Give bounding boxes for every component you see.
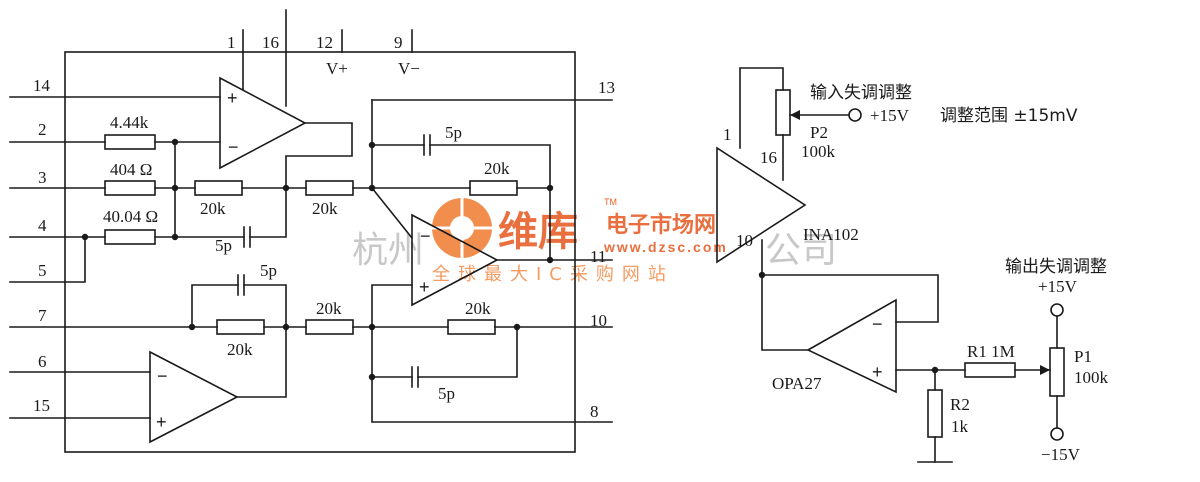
chip-outline — [64, 51, 576, 453]
opamp-a3-plus-sign: + — [419, 277, 430, 297]
resistor-40-04-ohm — [104, 229, 156, 245]
watermark-url: www.dzsc.com — [603, 239, 728, 255]
resistor-20k-c — [469, 180, 518, 196]
pin-7-label: 7 — [38, 306, 47, 325]
watermark: 杭州 公司 维库 TM 电子市场网 www.dzsc.com 全球最大IC采购网… — [352, 197, 837, 285]
pin-12-label: 12 — [316, 33, 333, 52]
opa27-plus-sign: + — [872, 362, 883, 382]
pin-4-label: 4 — [38, 216, 47, 235]
output-offset-title: 输出失调调整 — [1005, 257, 1107, 277]
resistor-20k-c-label: 20k — [484, 159, 510, 178]
pin-10-label: 10 — [590, 311, 607, 330]
opamp-a3-minus-sign: − — [420, 226, 431, 246]
watermark-grey-left: 杭州 — [352, 230, 424, 271]
opamp-a2 — [149, 350, 239, 444]
pin-3-label: 3 — [38, 168, 47, 187]
vplus-label: V+ — [326, 59, 348, 78]
resistor-r2 — [927, 389, 943, 438]
offset-circuit: INA102 1 16 10 输入失调调整 +15V 调整范围 ±15mV P2… — [716, 67, 1109, 464]
resistor-40-04-ohm-label: 40.04 Ω — [103, 207, 158, 226]
opamp-a3 — [411, 213, 499, 307]
input-offset-title: 输入失调调整 — [810, 83, 912, 103]
pin-15-label: 15 — [33, 396, 50, 415]
p2-name-label: P2 — [810, 123, 828, 142]
pin-11-label: 11 — [590, 247, 606, 266]
ina-pin-16-label: 16 — [760, 148, 777, 167]
pin-13-label: 13 — [598, 78, 615, 97]
resistor-20k-e — [305, 319, 354, 335]
resistor-404-ohm-label: 404 Ω — [110, 160, 152, 179]
pin-1-label: 1 — [227, 33, 236, 52]
terminal-plus15-in — [848, 108, 862, 122]
watermark-grey-right: 公司 — [765, 230, 837, 271]
pin-16-label: 16 — [262, 33, 279, 52]
r2-value-label: 1k — [951, 417, 969, 436]
resistor-20k-a-label: 20k — [200, 199, 226, 218]
resistor-20k-a — [194, 180, 243, 196]
opa27-label: OPA27 — [772, 374, 822, 393]
resistor-20k-d-label: 20k — [227, 340, 253, 359]
r2-name-label: R2 — [950, 395, 970, 414]
watermark-brand: 维库 — [498, 209, 578, 255]
watermark-red-title: 电子市场网 — [606, 212, 716, 238]
pin-9-label: 9 — [394, 33, 403, 52]
opamp-a2-minus-sign: − — [157, 366, 168, 386]
chip-schematic: 1 16 12 9 V+ V− 14 2 3 4 5 7 6 15 13 11 … — [9, 9, 615, 453]
plus15-label: +15V — [1038, 277, 1078, 296]
capacitor-5p-c-label: 5p — [260, 261, 277, 280]
pin-6-label: 6 — [38, 352, 47, 371]
watermark-logo-icon — [432, 198, 492, 258]
opamp-a1-minus-sign: − — [228, 137, 239, 157]
range-label: 调整范围 ±15mV — [940, 106, 1078, 126]
p1-name-label: P1 — [1074, 347, 1092, 366]
resistor-20k-b-label: 20k — [312, 199, 338, 218]
capacitor-5p-b-label: 5p — [445, 123, 462, 142]
resistor-20k-b — [305, 180, 354, 196]
resistor-20k-e-label: 20k — [316, 299, 342, 318]
pin-5-label: 5 — [38, 261, 47, 280]
r1-label: R1 1M — [967, 342, 1015, 361]
pin-2-label: 2 — [38, 120, 47, 139]
opamp-a1 — [219, 76, 307, 170]
resistor-4-44k-label: 4.44k — [110, 113, 149, 132]
terminal-plus15-out — [1050, 303, 1064, 317]
opamp-a1-plus-sign: + — [227, 88, 238, 108]
resistor-20k-d — [216, 319, 265, 335]
resistor-20k-f-label: 20k — [465, 299, 491, 318]
capacitor-5p-d-label: 5p — [438, 384, 455, 403]
ina-pin-10-label: 10 — [736, 231, 753, 250]
minus15-label: −15V — [1041, 445, 1081, 464]
p2-value-label: 100k — [801, 142, 836, 161]
watermark-tm: TM — [604, 197, 617, 207]
p1-value-label: 100k — [1074, 368, 1109, 387]
opamp-a2-plus-sign: + — [156, 412, 167, 432]
ina102-amplifier — [716, 146, 807, 264]
potentiometer-p2 — [775, 89, 791, 136]
resistor-404-ohm — [104, 180, 156, 196]
input-supply-label: +15V — [870, 106, 910, 125]
ina102-label: INA102 — [803, 225, 859, 244]
resistor-r1 — [964, 362, 1016, 378]
watermark-subtitle: 全球最大IC采购网站 — [432, 264, 674, 285]
opa27-amplifier — [806, 298, 897, 394]
terminal-minus15-out — [1050, 427, 1064, 441]
resistor-20k-f — [447, 319, 496, 335]
pin-14-label: 14 — [33, 76, 51, 95]
resistor-4-44k — [104, 134, 156, 150]
ina-pin-1-label: 1 — [723, 125, 732, 144]
pin-8-label: 8 — [590, 402, 599, 421]
capacitor-5p-a-label: 5p — [215, 236, 232, 255]
potentiometer-p1 — [1049, 347, 1065, 397]
vminus-label: V− — [398, 59, 420, 78]
opa27-minus-sign: − — [872, 314, 883, 334]
